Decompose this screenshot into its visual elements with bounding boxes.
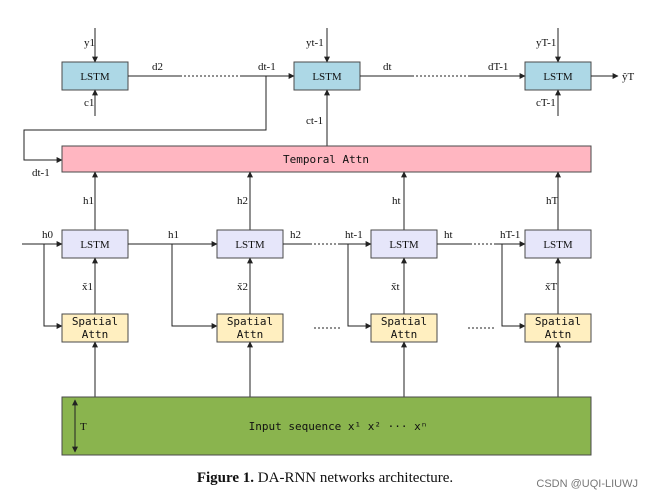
label-xtt: x̃t bbox=[391, 281, 400, 293]
label-yhat: ŷT bbox=[622, 71, 635, 83]
top-lstm-label-1: LSTM bbox=[80, 71, 110, 83]
spatial-attn-box-3 bbox=[370, 313, 438, 343]
bottom-lstm-label-3: LSTM bbox=[389, 239, 419, 251]
bottom-lstm-label-2: LSTM bbox=[235, 239, 265, 251]
bottom-lstm-label-4: LSTM bbox=[543, 239, 573, 251]
label-ht-link: ht bbox=[444, 229, 453, 241]
label-dt: dt bbox=[383, 61, 392, 73]
label-hT-1-link: hT-1 bbox=[500, 229, 520, 241]
label-yT-1: yT-1 bbox=[536, 37, 556, 49]
label-c1: c1 bbox=[84, 97, 94, 109]
temporal-attn-box bbox=[61, 145, 592, 173]
label-ct-1: ct-1 bbox=[306, 115, 323, 127]
spatial-attn-line1-3: Spatial bbox=[381, 315, 427, 328]
label-h1-up: h1 bbox=[83, 195, 94, 207]
label-xtT: x̃T bbox=[545, 281, 558, 293]
top-lstm-label-2: LSTM bbox=[312, 71, 342, 83]
spatial-attn-line1-2: Spatial bbox=[227, 315, 273, 328]
caption-text: DA-RNN networks architecture. bbox=[257, 470, 454, 486]
watermark: CSDN @UQI-LIUWJ bbox=[536, 478, 638, 490]
label-h2-up: h2 bbox=[237, 195, 248, 207]
label-dT-1: dT-1 bbox=[488, 61, 508, 73]
spatial-attn-line2-1: Attn bbox=[82, 328, 109, 341]
top-lstm-label-3: LSTM bbox=[543, 71, 573, 83]
label-cT-1: cT-1 bbox=[536, 97, 556, 109]
spatial-attn-line1-4: Spatial bbox=[535, 315, 581, 328]
bottom-lstm-label-1: LSTM bbox=[80, 239, 110, 251]
spatial-attn-line2-4: Attn bbox=[545, 328, 572, 341]
label-h0: h0 bbox=[42, 229, 54, 241]
input-sequence-box bbox=[61, 396, 592, 456]
label-hT-up: hT bbox=[546, 195, 559, 207]
label-xt2: x̃2 bbox=[237, 281, 248, 293]
top-lstm-box-1 bbox=[61, 61, 129, 91]
label-h1-link: h1 bbox=[168, 229, 179, 241]
caption-label: Figure 1. bbox=[196, 470, 255, 486]
input-sequence-label: Input sequence x¹ x² ··· xⁿ bbox=[249, 420, 428, 433]
label-dt-1-feedback: dt-1 bbox=[32, 167, 50, 179]
label-ht-up: ht bbox=[392, 195, 401, 207]
spatial-attn-line2-3: Attn bbox=[391, 328, 418, 341]
label-d2: d2 bbox=[152, 61, 163, 73]
bottom-lstm-box-4 bbox=[524, 229, 592, 259]
input-axis-T: T bbox=[80, 421, 87, 433]
spatial-attn-line2-2: Attn bbox=[237, 328, 264, 341]
figure-caption: Figure 1. DA-RNN networks architecture. bbox=[0, 470, 650, 487]
label-ht-1-link: ht-1 bbox=[345, 229, 363, 241]
label-y1: y1 bbox=[84, 37, 95, 49]
label-dt-1-top: dt-1 bbox=[258, 61, 276, 73]
label-xt1: x̃1 bbox=[82, 281, 93, 293]
bottom-lstm-box-1 bbox=[61, 229, 129, 259]
label-h2-link: h2 bbox=[290, 229, 301, 241]
top-lstm-box-2 bbox=[293, 61, 361, 91]
temporal-attn-label: Temporal Attn bbox=[283, 153, 369, 166]
spatial-attn-line1-1: Spatial bbox=[72, 315, 118, 328]
label-yt-1: yt-1 bbox=[306, 37, 324, 49]
da-rnn-diagram: LSTM LSTM LSTM y1 yt-1 yT-1 c1 cT-1 d2 d… bbox=[22, 28, 635, 456]
